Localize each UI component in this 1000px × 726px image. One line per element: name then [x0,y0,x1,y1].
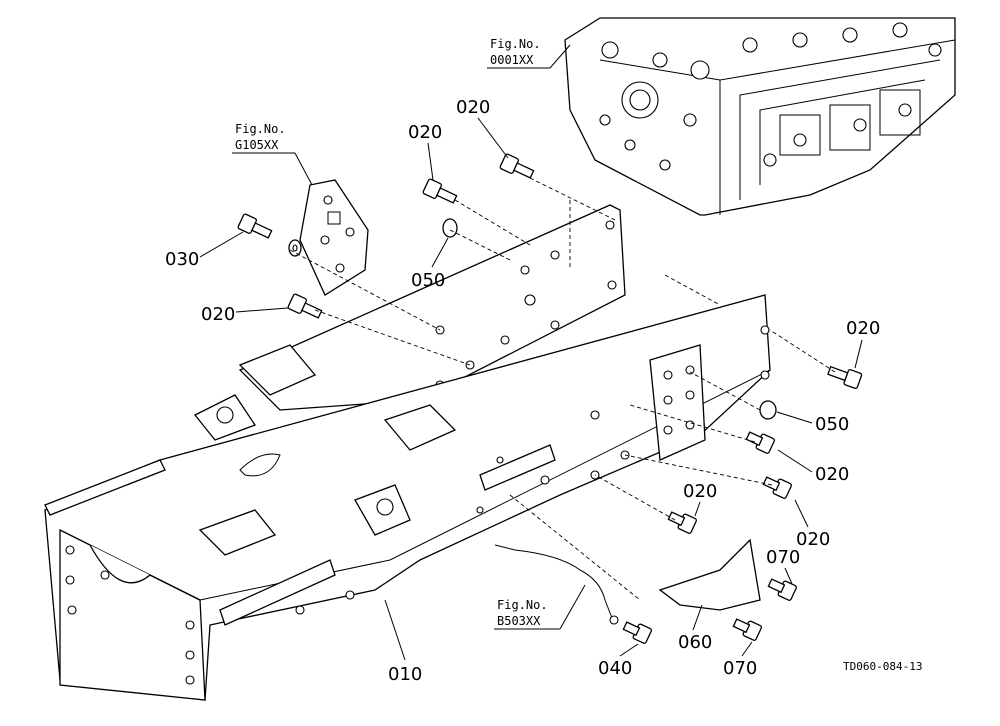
callout-label: 020 [456,97,490,118]
callout-label: 050 [411,270,445,291]
drawing-code: TD060-084-13 [843,660,922,673]
fig-ref-line1: Fig.No. [235,122,286,136]
callout-label: 020 [796,529,830,550]
frame-right-rail [238,204,626,411]
callout-label: 010 [388,664,422,685]
callout-label: 020 [408,122,442,143]
callout-label: 030 [165,249,199,270]
front-frame-010 [44,294,771,701]
fig-ref-line1: Fig.No. [497,598,548,612]
callout-label: 070 [766,547,800,568]
callout-label: 050 [815,414,849,435]
fig-ref-g105: Fig.No. G105XX [232,122,313,186]
callout-label: 020 [201,304,235,325]
callout-label: 020 [815,464,849,485]
fig-ref-line2: B503XX [497,614,541,628]
callout-label: 020 [846,318,880,339]
fig-ref-0001: Fig.No. 0001XX [487,37,571,69]
callout-label: 040 [598,658,632,679]
fig-ref-line2: G105XX [235,138,279,152]
bolt-icon [237,153,863,644]
callouts: 020 020 030 050 020 020 050 020 020 020 … [165,97,880,685]
engine-mount-bracket [299,179,369,296]
bracket-060 [658,538,761,611]
wire-harness [494,544,619,625]
alignment-lines [289,177,836,601]
fig-ref-line2: 0001XX [490,53,534,67]
callout-label: 020 [683,481,717,502]
callout-label: 070 [723,658,757,679]
frame-plates [44,344,706,626]
fig-ref-b503: Fig.No. B503XX [494,584,586,630]
engine-block [564,17,956,216]
callout-label: 060 [678,632,712,653]
fig-ref-line1: Fig.No. [490,37,541,51]
